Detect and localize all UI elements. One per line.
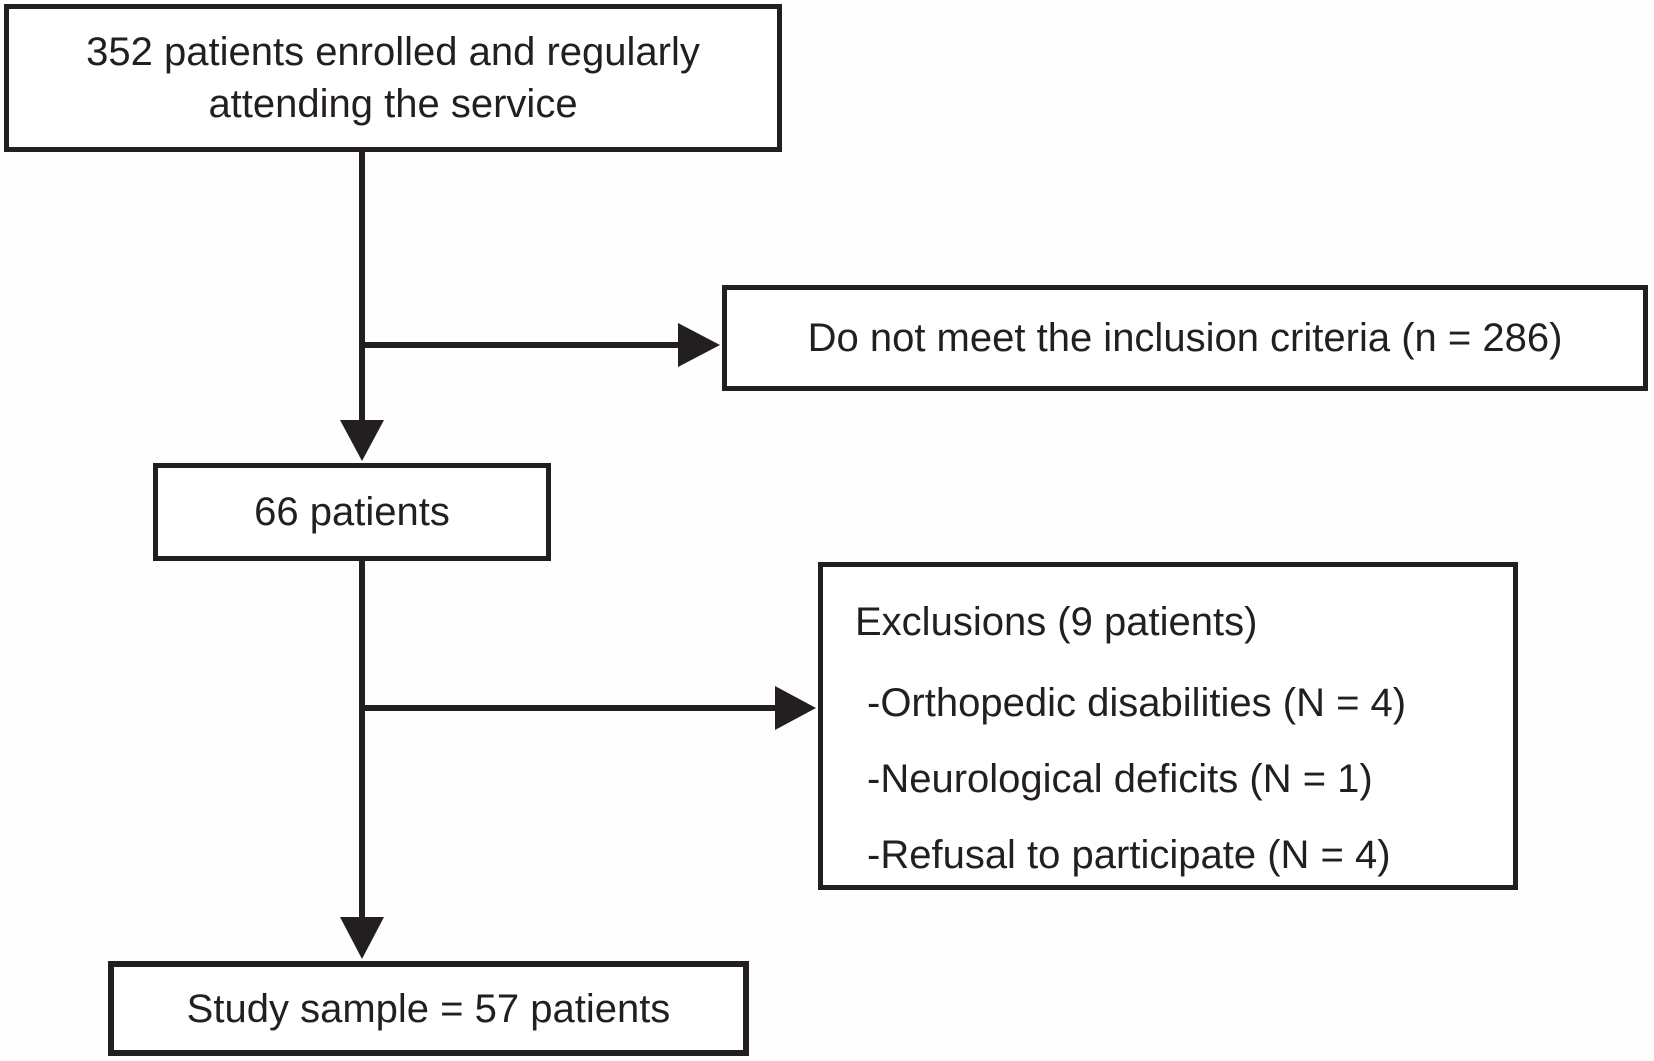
box-not-meeting-text: Do not meet the inclusion criteria (n = … — [807, 316, 1563, 360]
box-enrolled-text: 352 patients enrolled and regularly atte… — [86, 30, 700, 126]
box-study-sample: Study sample = 57 patients — [108, 961, 749, 1056]
box-study-sample-text: Study sample = 57 patients — [186, 986, 671, 1031]
box-exclusions: Exclusions (9 patients) -Orthopedic disa… — [818, 562, 1518, 890]
box-not-meeting-criteria: Do not meet the inclusion criteria (n = … — [722, 285, 1648, 391]
exclusion-item: -Refusal to participate (N = 4) — [867, 833, 1391, 877]
arrowhead-right-not-meeting — [678, 323, 720, 367]
box-66-patients: 66 patients — [153, 463, 551, 561]
exclusions-title: Exclusions (9 patients) — [855, 600, 1258, 644]
exclusion-item: -Neurological deficits (N = 1) — [867, 757, 1373, 801]
exclusion-item: -Orthopedic disabilities (N = 4) — [867, 681, 1407, 725]
arrowhead-down-interim — [340, 420, 384, 461]
box-66-patients-text: 66 patients — [254, 490, 450, 534]
arrowhead-right-exclusions — [775, 686, 816, 730]
arrowhead-down-study — [340, 917, 384, 959]
box-enrolled: 352 patients enrolled and regularly atte… — [4, 4, 782, 152]
